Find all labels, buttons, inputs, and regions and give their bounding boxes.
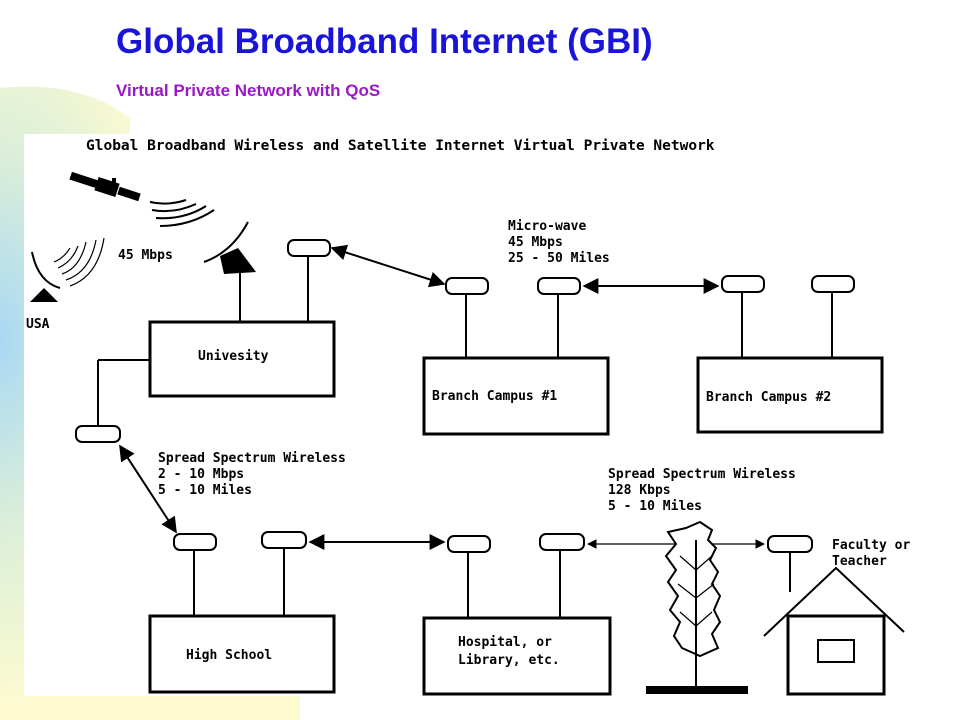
house-icon [763, 566, 905, 696]
faculty-label-2: Teacher [832, 554, 887, 569]
spread2-label-3: 5 - 10 Miles [608, 499, 702, 514]
faculty-label-1: Faculty or [832, 538, 910, 553]
slide-subtitle: Virtual Private Network with QoS [116, 81, 381, 100]
hospital-antenna-left [447, 535, 491, 553]
highschool-antenna-left [173, 533, 217, 551]
link-university-branch1 [330, 244, 446, 288]
faculty-antenna [767, 535, 813, 553]
spread2-label-2: 128 Kbps [608, 483, 671, 498]
hospital-label-2: Library, etc. [458, 653, 560, 668]
diagram-title: Global Broadband Wireless and Satellite … [86, 138, 715, 154]
relay-antenna [75, 425, 121, 443]
microwave-label-3: 25 - 50 Miles [508, 251, 610, 266]
usa-dish-icon [30, 237, 105, 302]
branch1-label: Branch Campus #1 [432, 389, 557, 404]
branch2-antenna-left [721, 275, 765, 293]
branch1-antenna-right [537, 277, 581, 295]
usa-label: USA [26, 317, 50, 332]
hospital-node [422, 616, 612, 696]
slide-title: Global Broadband Internet (GBI) [116, 22, 653, 61]
spread2-label-1: Spread Spectrum Wireless [608, 467, 796, 482]
university-label: Univesity [198, 349, 269, 364]
branch2-label: Branch Campus #2 [706, 390, 831, 405]
satellite-rate-label: 45 Mbps [118, 248, 173, 263]
highschool-antenna-right [261, 531, 307, 549]
tree-icon [646, 520, 748, 694]
highschool-label: High School [186, 648, 272, 663]
spread1-label-1: Spread Spectrum Wireless [158, 451, 346, 466]
branch2-antenna-right [811, 275, 855, 293]
microwave-label-1: Micro-wave [508, 219, 586, 234]
university-dish-icon [203, 221, 256, 322]
hospital-label-1: Hospital, or [458, 635, 552, 650]
university-antenna [287, 239, 331, 257]
link-relay-highschool [119, 444, 177, 534]
branch1-antenna-left [445, 277, 489, 295]
spread1-label-2: 2 - 10 Mbps [158, 467, 244, 482]
spread1-label-3: 5 - 10 Miles [158, 483, 252, 498]
satellite-icon [69, 171, 141, 202]
microwave-label-2: 45 Mbps [508, 235, 563, 250]
branch2-node [696, 356, 884, 434]
branch1-node [422, 356, 610, 436]
hospital-antenna-right [539, 533, 585, 551]
network-diagram: Global Broadband Wireless and Satellite … [24, 134, 960, 696]
university-node [148, 320, 336, 398]
signal-waves-icon [149, 199, 215, 227]
highschool-node [148, 614, 336, 694]
